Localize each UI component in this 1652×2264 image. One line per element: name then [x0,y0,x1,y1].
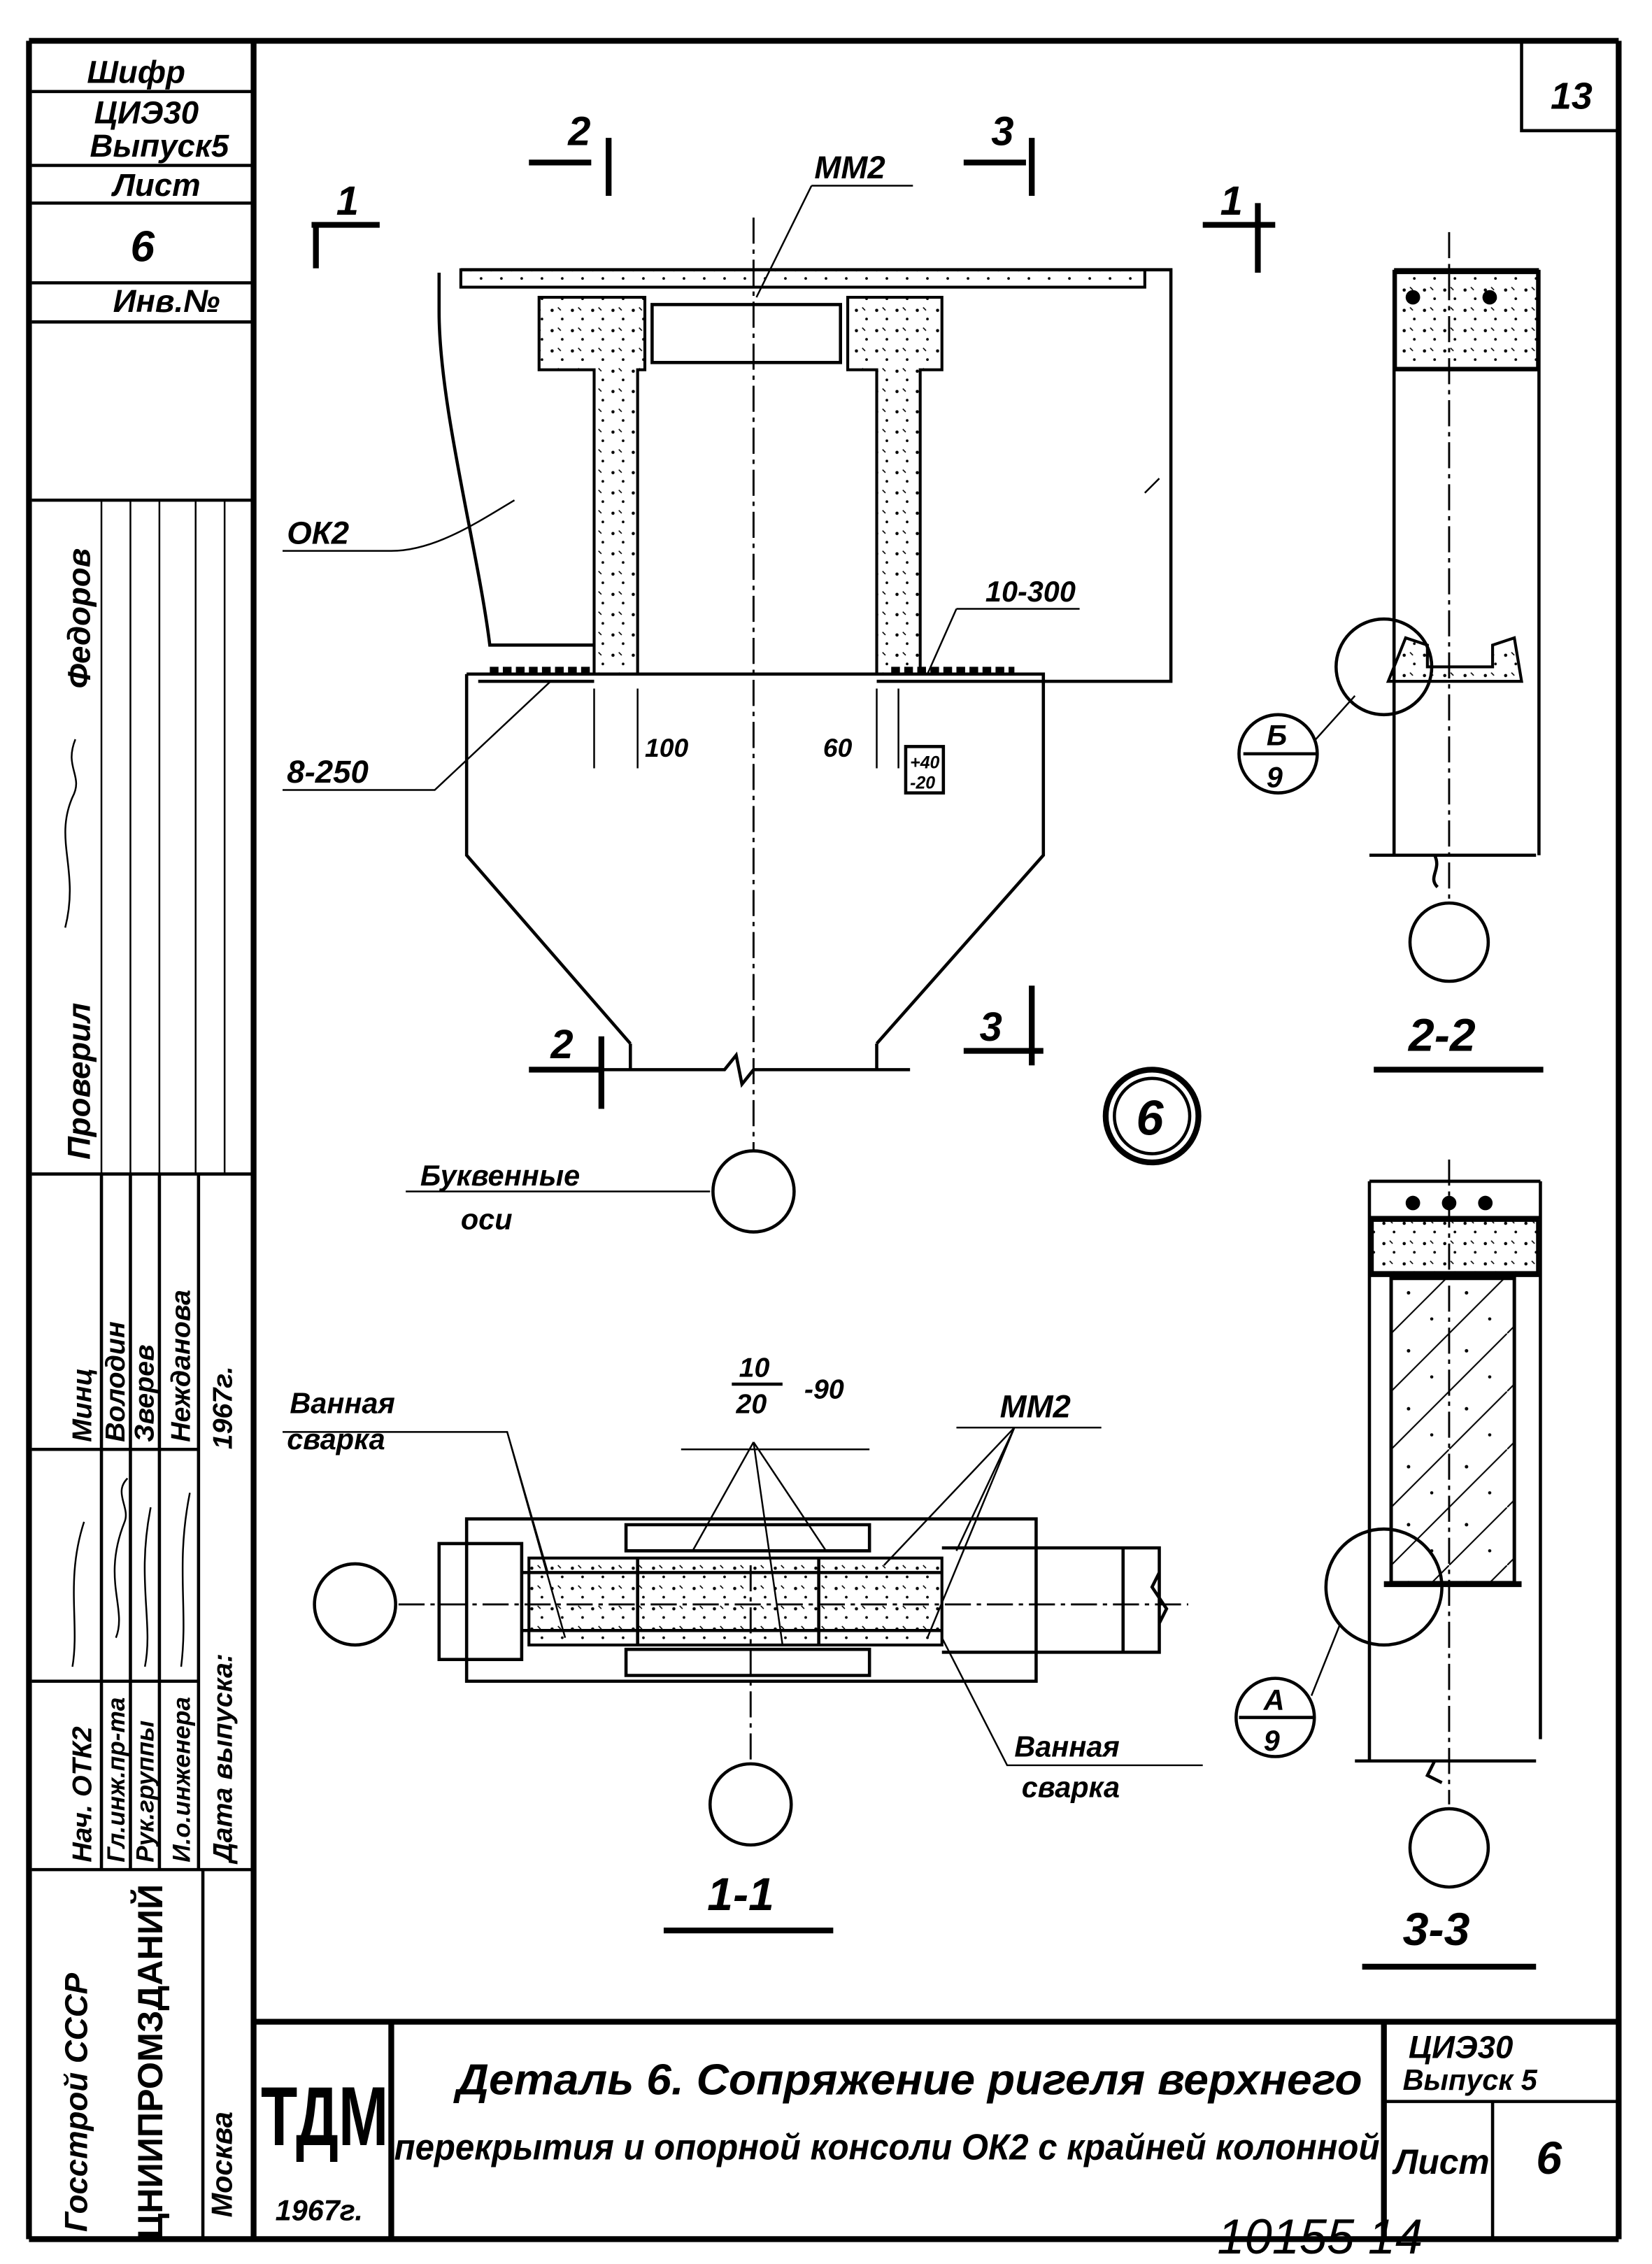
section-mark-2-top: 2 [567,109,590,155]
title-cipher: ЦИЭ30 [1409,2029,1513,2065]
signature [64,739,78,928]
title-sheet-value: 6 [1536,2133,1562,2184]
section-3-3: А 9 3-3 [1234,1159,1542,1970]
callout-b-top: Б [1267,718,1287,751]
section-mark-1-right: 1 [1220,178,1243,224]
city: Москва [206,2112,238,2217]
title-line-1: Деталь 6. Сопряжение ригеля верхнего [453,2056,1362,2104]
name-3: Зверев [129,1344,160,1442]
detail-number: 6 [1136,1090,1164,1146]
label-mm2-top: ММ2 [814,150,885,185]
axis-note-2: оси [461,1202,513,1235]
main-elevation: 1 2 3 1 2 3 ММ2 ОК2 10-300 8-250 100 60 … [283,109,1276,1235]
rebar-frac-suffix: -90 [804,1374,844,1405]
role-1: Нач. ОТК2 [67,1726,98,1862]
label-ok2: ОК2 [287,515,349,550]
left-stamp: Шифр ЦИЭ30 Выпуск5 Лист 6 Инв.№ Федоров … [26,38,1622,2242]
callout-a-top: А [1263,1683,1285,1716]
name-5: 1967г. [208,1366,238,1449]
personnel-table: Нач. ОТК2 Гл.инж.пр-та Рук.группы И.о.ин… [67,1290,238,1865]
title-issue: Выпуск 5 [1403,2063,1538,2096]
institute: ЦНИИПРОМЗДАНИЙ [130,1884,170,2240]
role-2: Гл.инж.пр-та [103,1697,130,1863]
welding-label-1b: сварка [287,1423,385,1455]
cipher-label: Шифр [87,54,185,90]
title-block: ТДМ 1967г. Деталь 6. Сопряжение ригеля в… [253,2019,1619,2240]
archive-number: 10155 14 [1217,2209,1423,2264]
sheet-label: Лист [111,167,201,203]
issue-label: Выпуск5 [90,128,229,164]
axis-bubble-plan-left [313,1562,397,1647]
callout-b-bottom: 9 [1267,760,1283,793]
tolerance-minus: -20 [910,773,935,792]
label-rebar-10-300: 10-300 [985,575,1076,608]
welding-label-2a: Ванная [1014,1730,1119,1763]
rebar-frac-bottom: 20 [736,1388,767,1419]
rebar-frac-top: 10 [739,1353,770,1383]
section-title-2-2: 2-2 [1407,1009,1476,1061]
axis-bubble-2-2 [1408,901,1490,983]
dim-100: 100 [645,733,688,762]
checked-label: Проверил [61,1003,97,1160]
axis-bubble-main [711,1149,796,1234]
organization: Госстрой СССР [58,1972,94,2232]
name-1: Минц [67,1368,98,1442]
callout-a9 [1234,1676,1316,1758]
dim-60: 60 [823,733,853,762]
corner-sheet-number: 13 [1551,76,1593,118]
sheet-value: 6 [130,222,155,271]
label-mm2-plan: ММ2 [1000,1389,1071,1425]
name-4: Нежданова [165,1290,196,1442]
label-rebar-8-250: 8-250 [287,754,369,790]
title-sheet-label: Лист [1392,2142,1489,2181]
role-5: Дата выпуска: [208,1653,238,1865]
signatures [71,1477,191,1667]
section-title-3-3: 3-3 [1403,1904,1470,1956]
cipher-value: ЦИЭ30 [94,94,199,130]
author-name: Федоров [61,548,97,689]
name-2: Володин [100,1321,131,1442]
detail-number-circle [1102,1067,1202,1166]
role-3: Рук.группы [132,1721,159,1863]
logo-year: 1967г. [276,2194,363,2227]
axis-note-1: Буквенные [420,1159,580,1192]
section-title-1-1: 1-1 [707,1869,774,1921]
axis-bubble-3-3 [1408,1807,1490,1889]
inventory-label: Инв.№ [113,283,220,319]
title-line-2: перекрытия и опорной консоли ОК2 с крайн… [394,2126,1380,2167]
section-mark-2-bottom: 2 [550,1022,573,1067]
role-4: И.о.инженера [168,1697,195,1863]
welding-label-2b: сварка [1022,1771,1120,1804]
section-mark-1-left: 1 [336,178,359,224]
section-mark-3-bottom: 3 [980,1004,1002,1050]
axis-bubble-plan-bottom [708,1762,793,1847]
tolerance-plus: +40 [910,753,939,772]
section-mark-3-top: 3 [991,109,1013,155]
callout-b9 [1237,713,1319,795]
callout-a-bottom: 9 [1264,1724,1280,1757]
section-2-2: Б 9 2-2 [1237,232,1544,1073]
section-1-1: Ванная сварка 10 20 -90 ММ2 Ванная сварк… [283,1353,1203,1934]
tdm-logo: ТДМ [261,2070,388,2163]
welding-label-1a: Ванная [290,1386,394,1419]
